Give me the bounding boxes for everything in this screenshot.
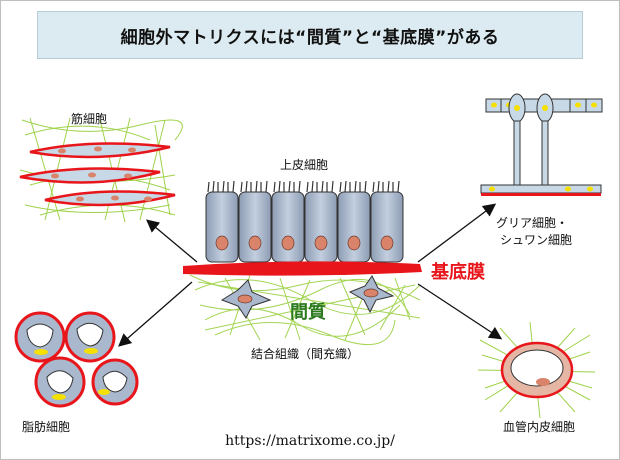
epithelial-cell — [304, 180, 338, 263]
adipocyte — [64, 311, 116, 363]
figure-title: 細胞外マトリクスには“間質”と“基底膜”がある — [120, 27, 500, 48]
epithelial-cell — [205, 180, 239, 263]
label-schwann-cell: シュワン細胞 — [500, 233, 573, 247]
label-connective-tissue: 結合組織（間充織） — [251, 347, 360, 361]
arrow-to-glia — [417, 203, 497, 263]
adipocyte — [14, 311, 66, 363]
arrow-to-endothelial — [417, 283, 503, 340]
label-endothelial-cell: 血管内皮細胞 — [503, 420, 576, 434]
label-epithelial-cell: 上皮細胞 — [280, 158, 329, 172]
neuron-cell — [508, 93, 526, 188]
epithelial-cell — [370, 180, 404, 263]
epithelial-cell — [238, 180, 272, 263]
label-glia-cell: グリア細胞・ — [496, 216, 569, 230]
arrow-to-adipocyte — [118, 281, 193, 347]
adipocyte — [91, 358, 139, 406]
label-basement-membrane: 基底膜 — [431, 262, 485, 283]
muscle-cell — [29, 142, 171, 159]
epithelial-cells — [205, 180, 404, 263]
muscle-cells — [19, 142, 176, 207]
fibroblast-left — [220, 279, 272, 319]
blood-vessel — [500, 341, 574, 399]
label-muscle-cell: 筋細胞 — [71, 112, 108, 126]
arrows — [118, 203, 503, 347]
muscle-cell — [19, 167, 161, 184]
label-adipocyte: 脂肪細胞 — [22, 420, 71, 434]
source-url: https://matrixome.co.jp/ — [225, 433, 395, 449]
neuron-cell — [536, 93, 554, 188]
glia-cells — [480, 93, 603, 196]
epithelial-cell — [337, 180, 371, 263]
basement-membrane-band — [183, 261, 422, 276]
muscle-cell — [44, 190, 176, 207]
label-interstitium: 間質 — [290, 302, 326, 323]
epithelial-cell — [271, 180, 305, 263]
arrow-to-muscle — [146, 219, 198, 263]
title-banner: 細胞外マトリクスには“間質”と“基底膜”がある — [37, 11, 583, 59]
adipocyte — [34, 356, 86, 408]
adipocytes — [14, 311, 139, 408]
fibroblast-right — [348, 275, 395, 314]
